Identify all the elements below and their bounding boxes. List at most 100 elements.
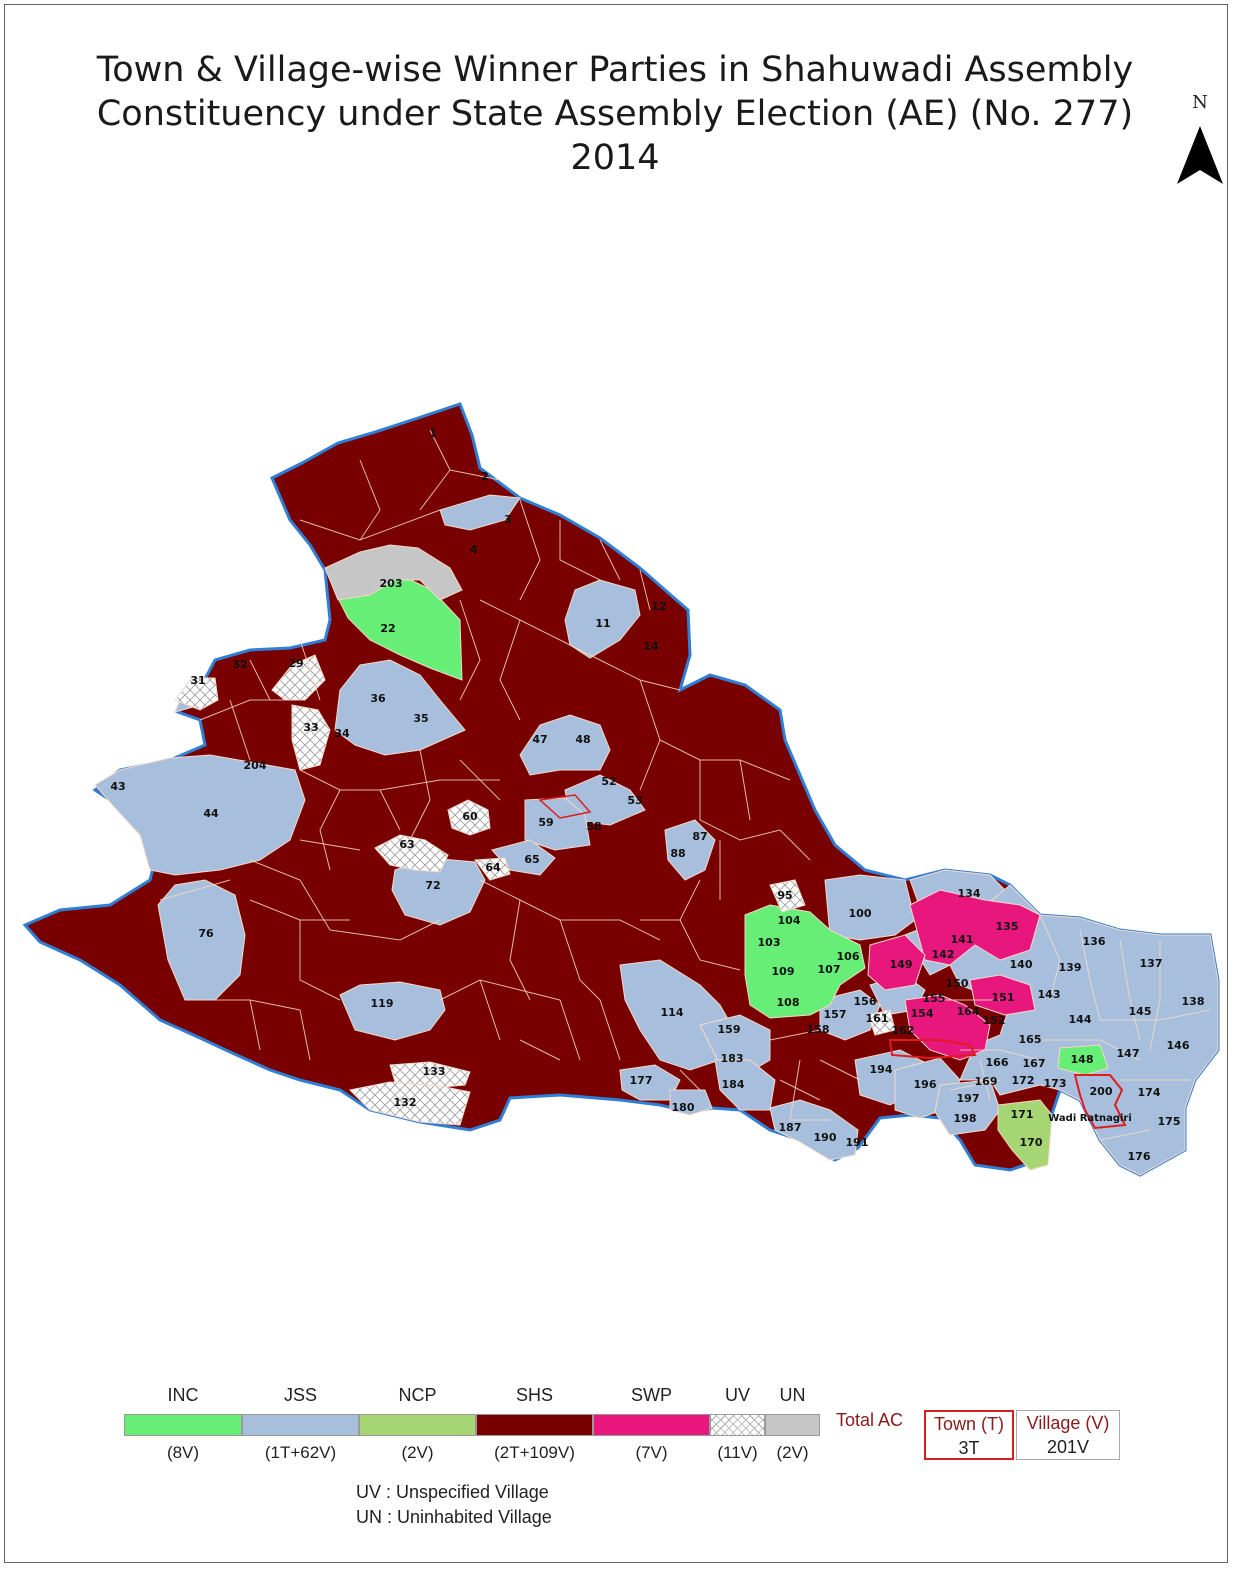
title-line-3: 2014: [570, 138, 660, 178]
legend-swatch-jss: [242, 1414, 359, 1436]
village-region: [291, 704, 331, 771]
note-uv: UV : Unspecified Village: [356, 1482, 549, 1502]
total-ac-label: Total AC: [836, 1410, 904, 1430]
village-region: [909, 889, 1041, 966]
village-region: [474, 857, 511, 881]
village-region: [374, 834, 449, 873]
village-label: 88: [670, 847, 685, 860]
village-label: 52: [601, 775, 616, 788]
village-label: 173: [1044, 1077, 1067, 1090]
village-region: [447, 799, 491, 836]
village-label: 44: [203, 807, 219, 820]
village-label: 140: [1010, 958, 1033, 971]
village-region: [324, 544, 463, 601]
village-region: [969, 974, 1036, 1016]
village-label: 100: [849, 907, 872, 920]
village-label: 149: [890, 958, 913, 971]
village-label: 183: [721, 1052, 744, 1065]
village-region: [669, 1089, 713, 1116]
village-label: 22: [380, 622, 395, 635]
village-region: [519, 714, 611, 776]
village-region: [904, 884, 1219, 1176]
town-total-header: Town (T): [933, 1414, 1004, 1434]
village-label: 104: [778, 914, 801, 927]
village-label: 48: [575, 733, 590, 746]
village-label: 180: [672, 1101, 695, 1114]
village-label: 164: [957, 1005, 980, 1018]
village-label: 144: [1069, 1013, 1092, 1026]
village-label: 47: [532, 733, 547, 746]
village-label: 184: [722, 1078, 745, 1091]
legend-count-ncp: (2V): [401, 1443, 434, 1462]
village-label: 187: [779, 1121, 802, 1134]
town-label: Wadi Ratnagiri: [1048, 1113, 1132, 1124]
village-region: [997, 1099, 1053, 1171]
legend-count-swp: (7V): [635, 1443, 668, 1462]
village-region: [867, 934, 926, 991]
village-label: 161: [866, 1012, 889, 1025]
village-label: 139: [1059, 961, 1082, 974]
legend-notes: UV : Unspecified Village UN : Uninhabite…: [356, 1480, 552, 1530]
legend-swatch-uv: [710, 1414, 765, 1436]
village-label: 59: [538, 816, 553, 829]
village-label: 157: [824, 1008, 847, 1021]
village-label: 14: [643, 640, 659, 653]
legend-count-jss: (1T+62V): [264, 1443, 337, 1462]
town-boundary-wadi-ratnagiri: [1073, 1074, 1127, 1130]
village-label: 2: [481, 470, 489, 483]
map-title: Town & Village-wise Winner Parties in Sh…: [60, 48, 1170, 180]
village-label: 108: [777, 996, 800, 1009]
legend-label-ncp: NCP: [398, 1385, 437, 1405]
village-label: 177: [630, 1074, 653, 1087]
village-region: [867, 1009, 896, 1036]
town-total-box: Town (T) 3T: [924, 1410, 1014, 1460]
village-label: 58: [586, 820, 601, 833]
village-region: [348, 1081, 471, 1126]
legend-count-shs: (2T+109V): [494, 1443, 575, 1462]
village-label: 109: [772, 965, 795, 978]
village-region: [334, 659, 466, 756]
village-label: 166: [986, 1056, 1009, 1069]
village-label: 119: [371, 997, 394, 1010]
village-label: 138: [1182, 995, 1205, 1008]
village-label: 158: [807, 1023, 830, 1036]
village-label: 154: [911, 1007, 934, 1020]
village-label: 176: [1128, 1150, 1151, 1163]
village-label: 87: [692, 830, 707, 843]
village-label: 155: [923, 992, 946, 1005]
village-label: 145: [1129, 1005, 1152, 1018]
village-region: [744, 904, 866, 1019]
village-label: 107: [818, 963, 841, 976]
legend-count-un: (2V): [776, 1443, 809, 1462]
village-label: 53: [627, 794, 642, 807]
village-label: 191: [846, 1136, 869, 1149]
legend-count-inc: (8V): [166, 1443, 200, 1462]
village-label: 159: [718, 1023, 741, 1036]
village-label: 133: [423, 1065, 446, 1078]
village-region: [524, 797, 591, 851]
village-label: 171: [1011, 1108, 1034, 1121]
town-total-value: 3T: [958, 1438, 980, 1458]
legend-label-inc: INC: [167, 1385, 199, 1405]
village-label: 147: [1117, 1047, 1140, 1060]
village-region: [769, 879, 806, 913]
legend-swatch-un: [765, 1414, 820, 1436]
village-label: 95: [777, 889, 792, 902]
village-label: 43: [110, 780, 125, 793]
legend-label-swp: SWP: [630, 1385, 672, 1405]
village-label: 152: [983, 1014, 1006, 1027]
legend-swatch-ncp: [359, 1414, 476, 1436]
village-region: [339, 981, 446, 1041]
legend-swatch-shs: [476, 1414, 593, 1436]
note-un: UN : Uninhabited Village: [356, 1507, 552, 1527]
village-label: 35: [413, 712, 428, 725]
village-label: 135: [996, 920, 1019, 933]
village-label: 172: [1012, 1074, 1035, 1087]
village-label: 33: [303, 721, 318, 734]
village-label: 150: [946, 977, 969, 990]
village-label: 204: [244, 759, 267, 772]
village-boundaries: [159, 429, 1211, 1141]
village-label: 60: [462, 810, 478, 823]
village-label: 36: [370, 692, 386, 705]
village-total-value: 201V: [1046, 1437, 1090, 1457]
